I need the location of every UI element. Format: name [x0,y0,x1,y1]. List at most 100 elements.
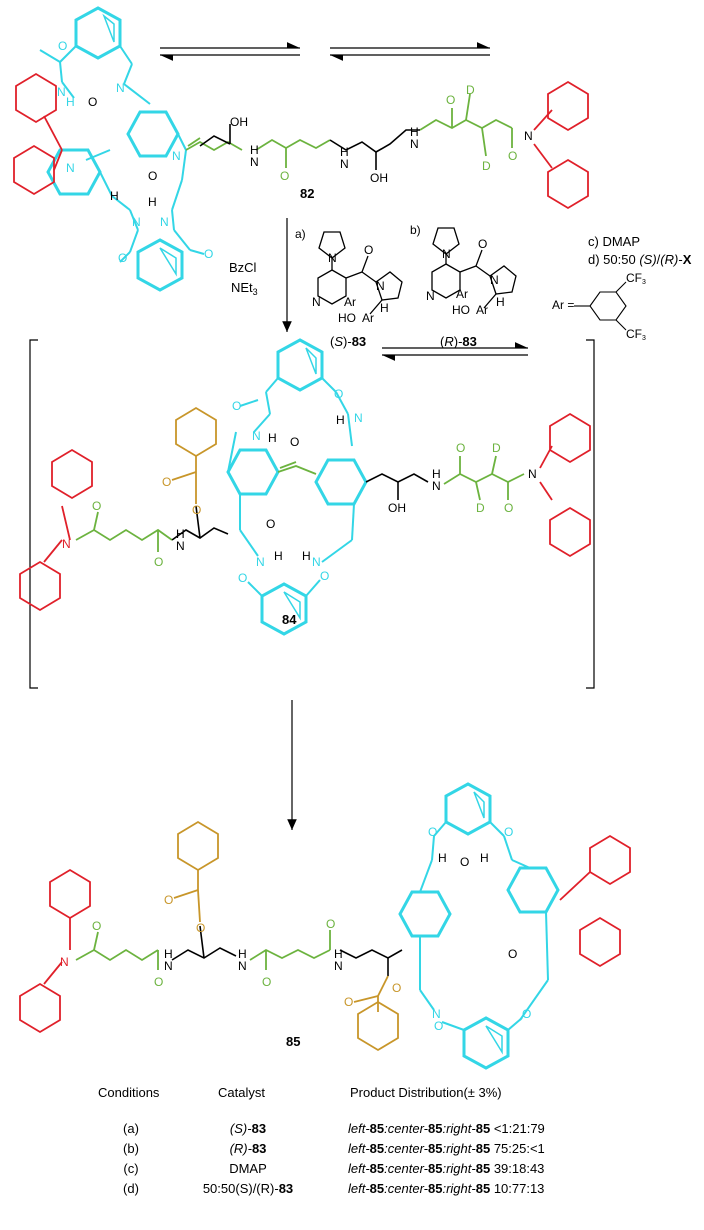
atom-O: O [58,39,67,53]
atom-O: O [232,399,241,413]
atom-Ar: Ar [344,295,356,309]
atom-H: H [148,195,157,209]
table-row: (a) (S)-83 left-85:center-85:right-85 <1… [0,1121,704,1141]
table-row: (b) (R)-83 left-85:center-85:right-85 75… [0,1141,704,1161]
catalyst-s83 [317,231,403,315]
atom-O: O [504,501,513,515]
atom-HO: HO [452,303,470,317]
atom-O: O [460,855,469,869]
rotaxane-82: O N N H N N O O N N O H H O [13,6,589,292]
atom-O: O [92,499,101,513]
table-row: (d) 50:50(S)/(R)-83 left-85:center-85:ri… [0,1181,704,1201]
atom-O: O [280,169,289,183]
row-distribution: left-85:center-85:right-85 <1:21:79 [348,1121,545,1136]
atom-O: O [456,441,465,455]
atom-N: N [312,555,321,569]
atom-H: H [250,143,259,157]
atom-O: O [192,503,201,517]
atom-D: D [466,83,475,97]
ar-def-label: Ar = [552,298,574,312]
atom-O: O [238,571,247,585]
catalyst-label-r83: (R)-83 [440,334,477,349]
atom-N: N [176,539,185,553]
atom-D: D [476,501,485,515]
atom-O: O [326,917,335,931]
atom-N: N [426,289,435,303]
atom-N: N [490,273,499,287]
atom-N: N [528,467,537,481]
atom-D: D [492,441,501,455]
atom-N: N [250,155,259,169]
header-catalyst: Catalyst [218,1085,265,1100]
atom-H: H [334,947,343,961]
atom-O: O [434,1019,443,1033]
catalyst-a-tag: a) [295,227,306,241]
atom-O: O [266,517,275,531]
stopper-left-82 [13,72,63,196]
atom-O: O [262,975,271,989]
atom-H: H [438,851,447,865]
row-condition: (a) [123,1121,139,1136]
atom-O: O [334,387,343,401]
atom-N: N [116,81,125,95]
row-catalyst: 50:50(S)/(R)-83 [202,1181,294,1196]
atom-N: N [340,157,349,171]
catalyst-label-s83: (S)-83 [330,334,366,349]
atom-O: O [154,975,163,989]
atom-N: N [432,1007,441,1021]
atom-O: O [92,919,101,933]
row-condition: (c) [123,1161,139,1176]
header-product-distribution: Product Distribution(± 3%) [350,1085,502,1100]
atom-O: O [148,169,157,183]
atom-O: O [154,555,163,569]
atom-N: N [334,959,343,973]
atom-O: O [204,247,213,261]
atom-N: N [524,129,533,143]
atom-O: O [446,93,455,107]
atom-N: N [442,247,451,261]
aryl-definition: Ar = CF3 CF3 [552,271,646,342]
atom-Ar: Ar [476,303,488,317]
atom-O: O [164,893,173,907]
atom-N: N [164,959,173,973]
cf3-top: CF3 [626,271,646,286]
brackets-84 [29,339,595,689]
compound-label-85: 85 [286,1034,300,1049]
atom-O: O [290,435,299,449]
reagent-bzcl: BzCl [229,260,257,275]
equilibrium-arrows-top [160,42,490,61]
atom-Ar: Ar [456,287,468,301]
catalyst-b-tag: b) [410,223,421,237]
atom-H: H [268,431,277,445]
macrocycle-82 [39,6,205,292]
atom-H: H [302,549,311,563]
header-conditions: Conditions [98,1085,160,1100]
atom-O: O [344,995,353,1009]
atom-N: N [57,85,66,99]
atom-O: O [392,981,401,995]
atom-N: N [60,955,69,969]
atom-D: D [482,159,491,173]
atom-N: N [252,429,261,443]
atom-N: N [328,251,337,265]
reaction-scheme: O N N H N N O O N N O H H O [13,6,692,1070]
atom-N: N [238,959,247,973]
catalyst-r83 [431,227,517,309]
atom-N: N [432,479,441,493]
atom-HO: HO [338,311,356,325]
atom-H: H [274,549,283,563]
table-row: (c) DMAP left-85:center-85:right-85 39:1… [0,1161,704,1181]
atom-N: N [62,537,71,551]
rotaxane-85: N O O H N H N O O [19,782,631,1070]
atom-N: N [376,279,385,293]
row-condition: (b) [123,1141,139,1156]
atom-OH: OH [388,501,406,515]
row-catalyst: (R)-83 [229,1141,267,1156]
atom-N: N [312,295,321,309]
row-catalyst: DMAP [229,1161,267,1176]
atom-O: O [508,947,517,961]
atom-H: H [164,947,173,961]
row-distribution: left-85:center-85:right-85 39:18:43 [348,1161,545,1176]
row-distribution: left-85:center-85:right-85 75:25:<1 [348,1141,545,1156]
atom-H: H [432,467,441,481]
